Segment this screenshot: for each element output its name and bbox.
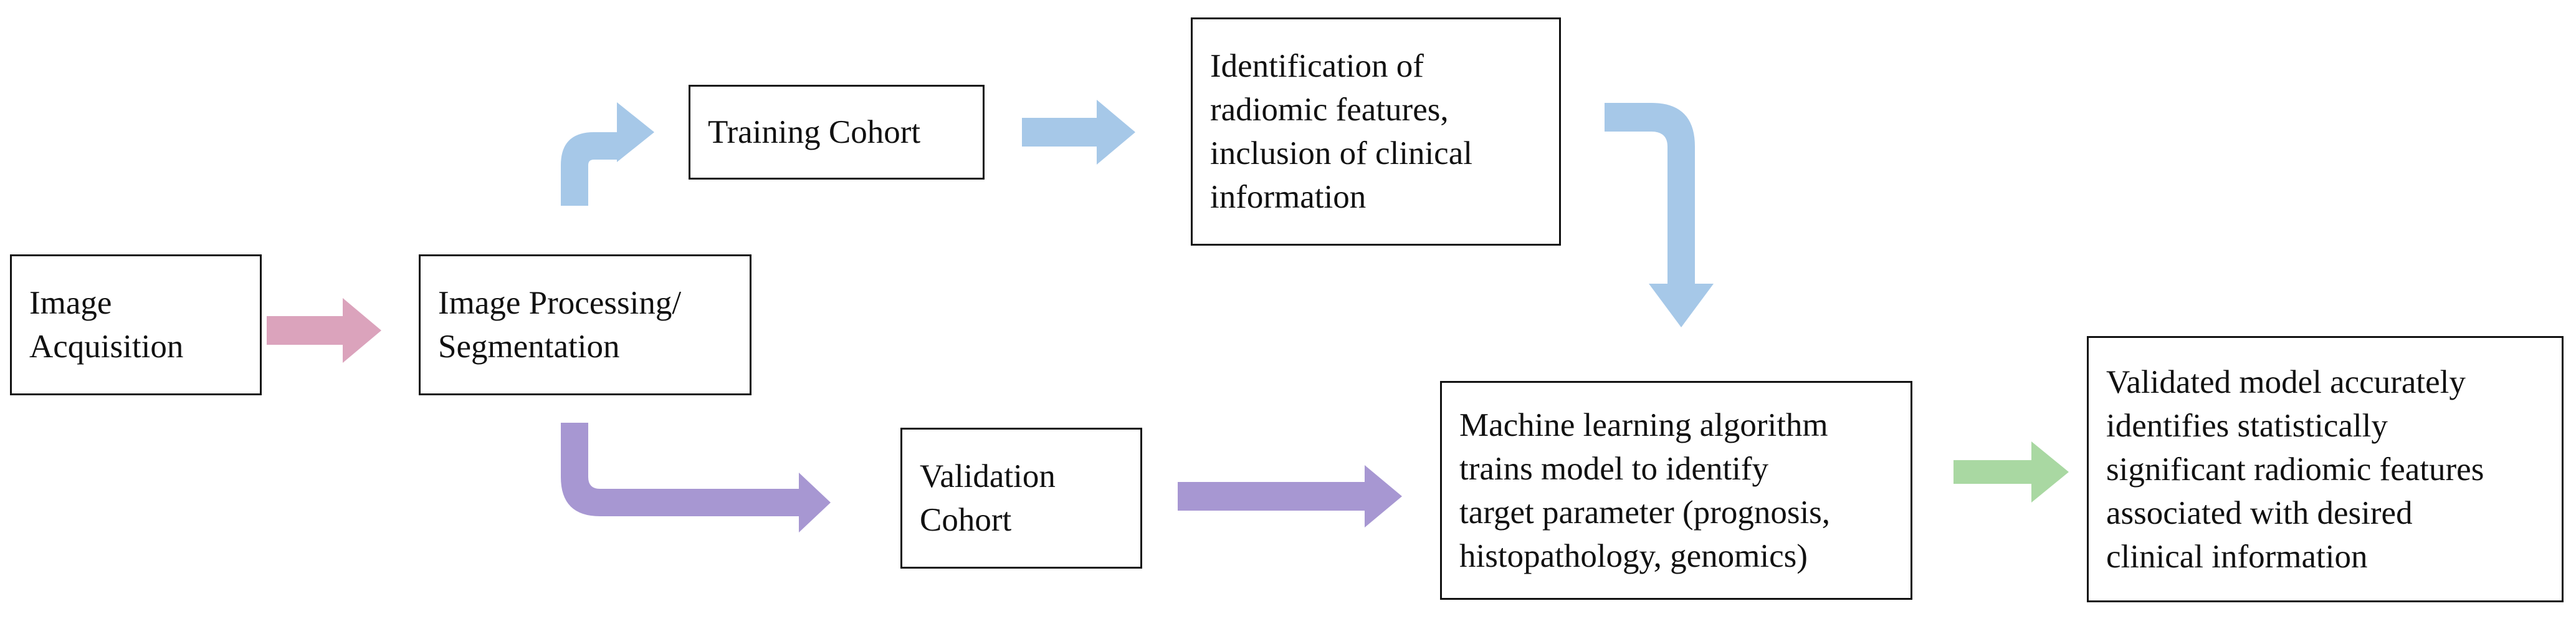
arrow-processing-to-training	[561, 102, 654, 206]
node-training-cohort-label: Training Cohort	[708, 114, 921, 150]
arrow-identification-to-ml	[1605, 103, 1714, 327]
node-identification-label: Identification of radiomic features, inc…	[1210, 48, 1472, 215]
arrow-training-to-identification	[1022, 100, 1135, 165]
node-image-processing-label: Image Processing/ Segmentation	[438, 285, 682, 365]
node-validation-cohort: Validation Cohort	[900, 428, 1142, 569]
node-image-processing: Image Processing/ Segmentation	[419, 254, 751, 395]
node-training-cohort: Training Cohort	[689, 85, 985, 180]
node-machine-learning-label: Machine learning algorithm trains model …	[1459, 407, 1831, 574]
node-validation-cohort-label: Validation Cohort	[920, 458, 1056, 538]
node-identification: Identification of radiomic features, inc…	[1191, 17, 1561, 246]
arrow-ml-to-validated	[1953, 441, 2069, 503]
arrow-validation-to-ml	[1178, 465, 1402, 527]
node-machine-learning: Machine learning algorithm trains model …	[1440, 381, 1912, 600]
node-image-acquisition: Image Acquisition	[10, 254, 262, 395]
node-validated-model-label: Validated model accurately identifies st…	[2106, 363, 2484, 575]
node-validated-model: Validated model accurately identifies st…	[2087, 336, 2564, 602]
node-image-acquisition-label: Image Acquisition	[29, 285, 184, 365]
arrow-acquisition-to-processing	[267, 298, 381, 363]
arrow-processing-to-validation	[561, 423, 831, 532]
